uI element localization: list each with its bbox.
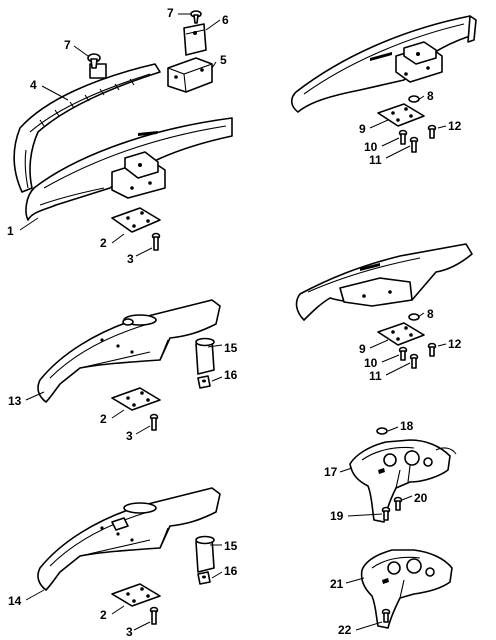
callout-20: 20 xyxy=(414,491,428,505)
callout-7-a: 7 xyxy=(167,6,174,20)
washer-part-8-a xyxy=(408,95,420,103)
housing-part-17 xyxy=(349,439,457,523)
callout-16-a: 16 xyxy=(224,368,238,382)
deflector-assembly-middle-right xyxy=(295,243,473,321)
holder-part-5 xyxy=(167,57,213,93)
screw-part-11-a xyxy=(409,136,419,153)
plate-part-2-a xyxy=(111,207,161,233)
screw-part-10-b xyxy=(398,346,408,361)
plate-part-2-c xyxy=(111,583,161,607)
callout-1: 1 xyxy=(7,224,14,238)
screw-part-12-b xyxy=(427,342,437,357)
screw-part-3-a xyxy=(151,232,161,251)
callout-6: 6 xyxy=(222,13,229,27)
deflector-part-13 xyxy=(37,299,221,403)
callout-12-b: 12 xyxy=(448,337,462,351)
callout-8-a: 8 xyxy=(427,89,434,103)
callout-11-a: 11 xyxy=(369,153,382,167)
callout-15-b: 15 xyxy=(224,539,238,553)
clamp-part-6 xyxy=(183,23,207,56)
callout-15-a: 15 xyxy=(224,341,238,355)
callout-3-a: 3 xyxy=(127,252,134,266)
washer-part-8-b xyxy=(408,313,420,321)
nut-part-16-a xyxy=(197,375,211,389)
plate-part-9-a xyxy=(377,103,425,127)
plate-part-9-b xyxy=(377,322,425,346)
screw-part-3-c xyxy=(149,606,159,625)
screw-part-22 xyxy=(381,608,391,623)
callout-3-b: 3 xyxy=(126,429,133,443)
deflector-part-14 xyxy=(37,487,221,591)
callout-11-b: 11 xyxy=(369,369,382,383)
callout-12-a: 12 xyxy=(448,119,462,133)
callout-14: 14 xyxy=(8,594,22,608)
callout-2-b: 2 xyxy=(100,412,107,426)
callout-4: 4 xyxy=(30,78,37,92)
screw-part-10-a xyxy=(398,129,408,145)
callout-9-b: 9 xyxy=(359,342,366,356)
cutter-strip xyxy=(13,63,161,193)
callout-22: 22 xyxy=(338,623,352,637)
callout-10-a: 10 xyxy=(364,140,378,154)
callout-3-c: 3 xyxy=(126,625,133,639)
callout-16-b: 16 xyxy=(224,564,238,578)
callout-17: 17 xyxy=(324,465,338,479)
callout-7-b: 7 xyxy=(64,38,71,52)
callout-21: 21 xyxy=(330,577,344,591)
nut-part-16-b xyxy=(197,571,211,585)
deflector-assembly-top-right xyxy=(290,15,477,113)
screw-part-11-b xyxy=(409,353,419,369)
washer-part-18 xyxy=(376,427,388,435)
callout-5: 5 xyxy=(220,53,227,67)
plate-part-2-b xyxy=(111,387,161,411)
callout-18: 18 xyxy=(400,419,414,433)
spacer-part-15-b xyxy=(195,535,215,573)
callout-8-b: 8 xyxy=(427,307,434,321)
callout-10-b: 10 xyxy=(364,356,378,370)
screw-part-20 xyxy=(393,496,403,511)
screw-part-12-a xyxy=(427,124,437,139)
callout-9-a: 9 xyxy=(359,122,366,136)
spacer-part-15-a xyxy=(195,337,215,375)
callout-2-a: 2 xyxy=(100,236,107,250)
deflector-assembly-top-left xyxy=(13,63,233,221)
callout-labels: 1 2 3 4 5 6 7 7 8 9 10 11 12 8 9 10 11 1… xyxy=(7,6,462,639)
screw-part-19 xyxy=(381,506,391,521)
callout-19: 19 xyxy=(330,509,344,523)
screw-part-3-b xyxy=(149,413,159,431)
callout-2-c: 2 xyxy=(100,608,107,622)
housing-part-21 xyxy=(360,549,453,629)
callout-13: 13 xyxy=(8,394,22,408)
leader-lines xyxy=(19,13,447,631)
